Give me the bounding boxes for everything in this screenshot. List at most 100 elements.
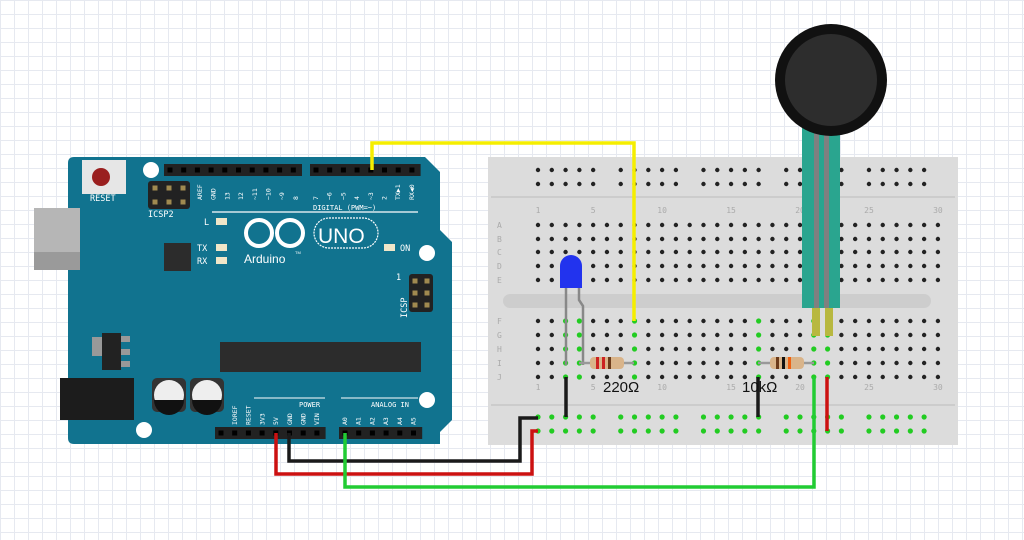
breadboard-hole[interactable]: [535, 374, 541, 380]
breadboard-hole[interactable]: [894, 249, 899, 255]
breadboard-hole[interactable]: [824, 346, 831, 352]
breadboard-hole[interactable]: [549, 346, 554, 352]
breadboard-hole[interactable]: [535, 222, 541, 228]
rail-hole[interactable]: [742, 167, 748, 173]
breadboard-hole[interactable]: [535, 318, 541, 324]
breadboard-hole[interactable]: [659, 346, 665, 352]
breadboard-hole[interactable]: [935, 346, 941, 352]
breadboard-hole[interactable]: [728, 249, 734, 255]
breadboard-hole[interactable]: [576, 332, 582, 338]
breadboard-hole[interactable]: [715, 346, 720, 352]
breadboard-hole[interactable]: [852, 249, 858, 255]
breadboard-hole[interactable]: [797, 263, 803, 269]
breadboard-hole[interactable]: [715, 360, 720, 366]
breadboard-hole[interactable]: [742, 360, 748, 366]
breadboard-hole[interactable]: [894, 222, 899, 228]
rail-hole[interactable]: [590, 167, 596, 173]
rail-hole[interactable]: [728, 167, 734, 173]
breadboard-hole[interactable]: [535, 249, 541, 255]
breadboard-hole[interactable]: [673, 236, 679, 242]
breadboard-hole[interactable]: [549, 263, 554, 269]
breadboard-hole[interactable]: [797, 222, 803, 228]
header-pin[interactable]: [263, 167, 269, 173]
analog-header[interactable]: [339, 427, 423, 439]
rail-hole[interactable]: [880, 167, 885, 173]
rail-hole[interactable]: [756, 428, 762, 434]
breadboard-hole[interactable]: [646, 236, 651, 242]
rail-hole[interactable]: [645, 428, 651, 434]
header-pin[interactable]: [356, 430, 362, 436]
breadboard-hole[interactable]: [576, 374, 582, 380]
breadboard-hole[interactable]: [921, 332, 927, 338]
breadboard-hole[interactable]: [673, 374, 679, 380]
breadboard-hole[interactable]: [742, 263, 748, 269]
header-pin[interactable]: [277, 167, 283, 173]
breadboard-hole[interactable]: [659, 222, 665, 228]
resistor-10k[interactable]: [758, 357, 814, 369]
breadboard-hole[interactable]: [756, 249, 761, 255]
breadboard-hole[interactable]: [728, 332, 734, 338]
breadboard-hole[interactable]: [687, 346, 692, 352]
breadboard-hole[interactable]: [535, 332, 541, 338]
rail-hole[interactable]: [784, 181, 789, 187]
rail-hole[interactable]: [894, 181, 899, 187]
breadboard-hole[interactable]: [742, 332, 748, 338]
rail-hole[interactable]: [631, 428, 638, 434]
breadboard-hole[interactable]: [659, 360, 665, 366]
rail-hole[interactable]: [838, 428, 844, 434]
breadboard-hole[interactable]: [839, 346, 844, 352]
breadboard-hole[interactable]: [687, 236, 692, 242]
breadboard-hole[interactable]: [687, 249, 692, 255]
breadboard-hole[interactable]: [715, 263, 720, 269]
breadboard-hole[interactable]: [880, 318, 885, 324]
rail-hole[interactable]: [839, 181, 844, 187]
header-pin[interactable]: [167, 167, 173, 173]
breadboard-hole[interactable]: [921, 222, 927, 228]
breadboard-hole[interactable]: [880, 346, 885, 352]
breadboard-hole[interactable]: [908, 263, 913, 269]
breadboard-hole[interactable]: [673, 346, 679, 352]
rail-hole[interactable]: [742, 181, 748, 187]
rail-hole[interactable]: [907, 414, 913, 420]
header-pin[interactable]: [245, 430, 251, 436]
breadboard-hole[interactable]: [770, 374, 775, 380]
breadboard-hole[interactable]: [784, 277, 789, 283]
breadboard-hole[interactable]: [673, 222, 679, 228]
rail-hole[interactable]: [673, 414, 679, 420]
rail-hole[interactable]: [673, 181, 679, 187]
header-pin[interactable]: [369, 430, 375, 436]
rail-hole[interactable]: [728, 414, 734, 420]
breadboard-hole[interactable]: [687, 318, 692, 324]
rail-hole[interactable]: [893, 428, 900, 434]
breadboard-hole[interactable]: [852, 332, 858, 338]
rail-hole[interactable]: [673, 428, 679, 434]
breadboard-hole[interactable]: [590, 374, 596, 380]
breadboard-hole[interactable]: [811, 346, 817, 352]
rail-hole[interactable]: [921, 414, 927, 420]
breadboard-hole[interactable]: [715, 332, 720, 338]
breadboard-hole[interactable]: [852, 346, 858, 352]
header-pin[interactable]: [222, 167, 228, 173]
digital-header-high[interactable]: [164, 164, 302, 176]
wire-a0-to-sensor[interactable]: [343, 377, 816, 489]
breadboard-hole[interactable]: [715, 374, 720, 380]
breadboard-hole[interactable]: [908, 360, 913, 366]
breadboard-hole[interactable]: [935, 236, 941, 242]
breadboard-hole[interactable]: [728, 277, 734, 283]
rail-hole[interactable]: [576, 414, 582, 420]
breadboard-hole[interactable]: [756, 318, 762, 324]
breadboard-hole[interactable]: [631, 332, 638, 338]
breadboard-hole[interactable]: [852, 236, 858, 242]
breadboard-hole[interactable]: [701, 222, 706, 228]
rail-hole[interactable]: [908, 167, 913, 173]
breadboard-hole[interactable]: [866, 346, 872, 352]
breadboard-hole[interactable]: [866, 277, 872, 283]
header-pin[interactable]: [290, 167, 296, 173]
breadboard-hole[interactable]: [646, 222, 651, 228]
breadboard-hole[interactable]: [563, 222, 568, 228]
breadboard-hole[interactable]: [715, 236, 720, 242]
breadboard-hole[interactable]: [604, 249, 610, 255]
breadboard-hole[interactable]: [756, 346, 762, 352]
breadboard-hole[interactable]: [921, 360, 927, 366]
breadboard-hole[interactable]: [908, 236, 913, 242]
